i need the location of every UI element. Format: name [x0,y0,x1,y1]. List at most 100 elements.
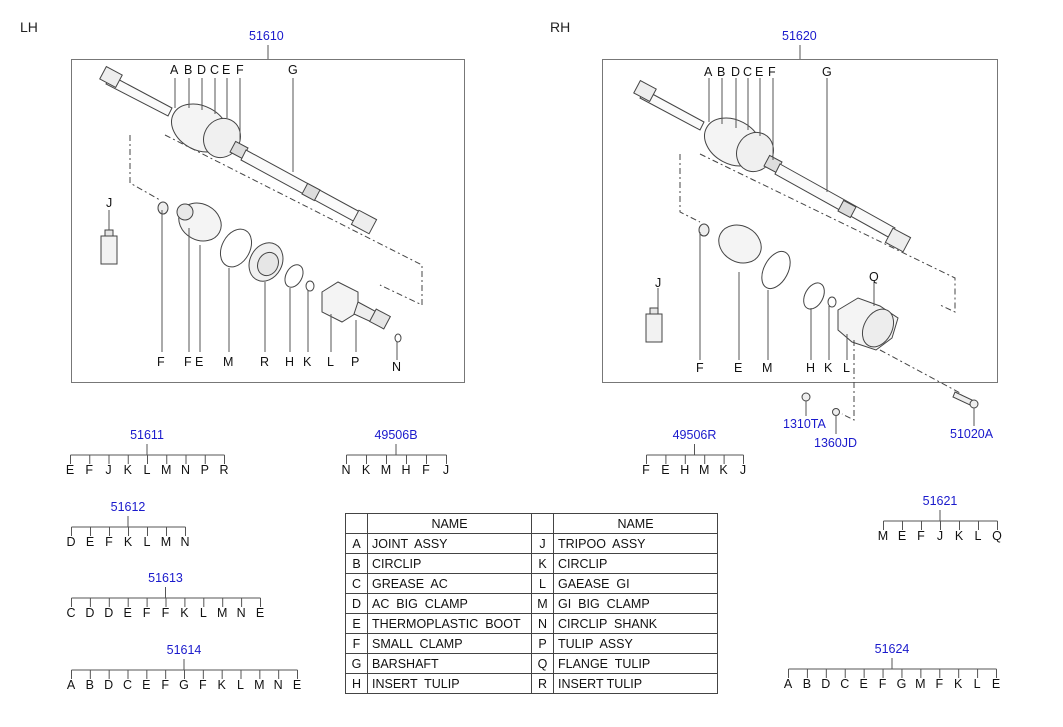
kit-component-label: N [180,463,191,477]
legend-code: B [345,553,368,574]
kit-component-label: E [859,677,868,691]
kit-component-label: L [143,535,151,549]
legend-code: L [531,573,554,594]
legend-part-name: BARSHAFT [367,653,532,674]
kit-component-label: L [237,678,244,692]
kit-component-label: B [802,677,812,691]
lh-callout-bottom: K [303,355,312,369]
kit-component-label: D [66,535,76,549]
lh-callout-bottom: H [285,355,295,369]
legend-code-header [345,513,368,534]
legend-code: D [345,593,368,614]
legend-part-name: THERMOPLASTIC BOOT [367,613,532,634]
kit-component-label: K [123,535,133,549]
kit-component-label: M [915,677,926,691]
lh-callout-a: A [170,63,179,77]
kit-component-label: F [105,535,113,549]
legend-part-name: CIRCLIP SHANK [553,613,718,634]
rh-callout-bottom: F [696,361,704,375]
kit-component-label: F [142,606,151,620]
kit-component-label: K [719,463,728,477]
legend-code: A [345,533,368,554]
kit-component-label: A [66,678,76,692]
legend-name-header: NAME [367,513,532,534]
kit-component-label: D [821,677,831,691]
part-link-1310ta[interactable]: 1310TA [783,417,826,431]
kit-part-number[interactable]: 51614 [166,643,202,657]
legend-code: C [345,573,368,594]
legend-part-name: SMALL CLAMP [367,633,532,654]
kit-component-label: K [954,529,964,543]
kit-component-label: E [85,535,95,549]
part-link-51020a[interactable]: 51020A [950,427,994,441]
kit-part-number[interactable]: 51624 [874,642,910,656]
kit-component-label: F [161,678,169,692]
kit-component-label: K [180,606,189,620]
kit-part-number[interactable]: 49506R [672,428,717,442]
legend-code: K [531,553,554,574]
kit-component-label: R [219,463,229,477]
kit-component-label: K [954,677,963,691]
kit-component-label: Q [992,529,1002,543]
kit-component-label: L [199,606,207,620]
legend-part-name: CIRCLIP [553,553,718,574]
kit-component-label: N [180,535,190,549]
lh-callout-bottom: F [184,355,192,369]
kit-component-label: B [85,678,94,692]
kit-component-label: F [161,606,170,620]
kit-component-label: H [401,463,411,477]
kit-component-label: E [661,463,670,477]
kit-component-label: E [142,678,151,692]
kit-part-number[interactable]: 51611 [130,428,164,442]
part-link-1360jd[interactable]: 1360JD [814,436,858,450]
legend-code: E [345,613,368,634]
kit-component-label: N [341,463,351,477]
kit-component-label: L [973,677,981,691]
kit-tree-lines [788,658,997,678]
kit-tree-lines [883,510,998,530]
lh-callout-bottom: L [327,355,334,369]
kit-component-label: E [255,606,265,620]
kit-component-label: N [273,678,283,692]
kit-part-number[interactable]: 49506B [374,428,418,442]
rh-callout-f: F [768,65,776,79]
legend-part-name: INSERT TULIP [553,673,718,694]
rh-callout-bottom: E [734,361,743,375]
kit-component-label: M [877,529,889,543]
legend-code-header [531,513,554,534]
kit-component-label: F [935,677,944,691]
kit-component-label: M [698,463,710,477]
kit-component-label: C [840,677,850,691]
lh-callout-e: E [222,63,231,77]
lh-assembly-part-number[interactable]: 51610 [249,29,284,43]
kit-component-label: F [199,678,207,692]
rh-section-label: RH [550,19,571,35]
legend-part-name: TRIPOO ASSY [553,533,718,554]
kit-component-label: A [783,677,793,691]
lh-assembly-frame [71,59,465,383]
kit-part-number[interactable]: 51612 [110,500,146,514]
rh-callout-c: C [743,65,753,79]
kit-component-label: D [104,678,114,692]
legend-part-name: GI BIG CLAMP [553,593,718,614]
lh-section-label: LH [20,19,38,35]
lh-callout-g: G [288,63,298,77]
rh-assembly-part-number[interactable]: 51620 [782,29,817,43]
rh-assembly-frame [602,59,998,383]
rh-callout-b: B [717,65,726,79]
kit-component-label: M [160,535,172,549]
kit-part-number[interactable]: 51613 [148,571,183,585]
legend-code: R [531,673,554,694]
kit-component-label: F [85,463,94,477]
kit-component-label: J [105,463,112,477]
legend-code: F [345,633,368,654]
kit-component-label: F [878,677,887,691]
rh-callout-d: D [731,65,741,79]
kit-part-number[interactable]: 51621 [922,494,958,508]
rh-callout-g: G [822,65,832,79]
kit-component-label: J [936,529,944,543]
